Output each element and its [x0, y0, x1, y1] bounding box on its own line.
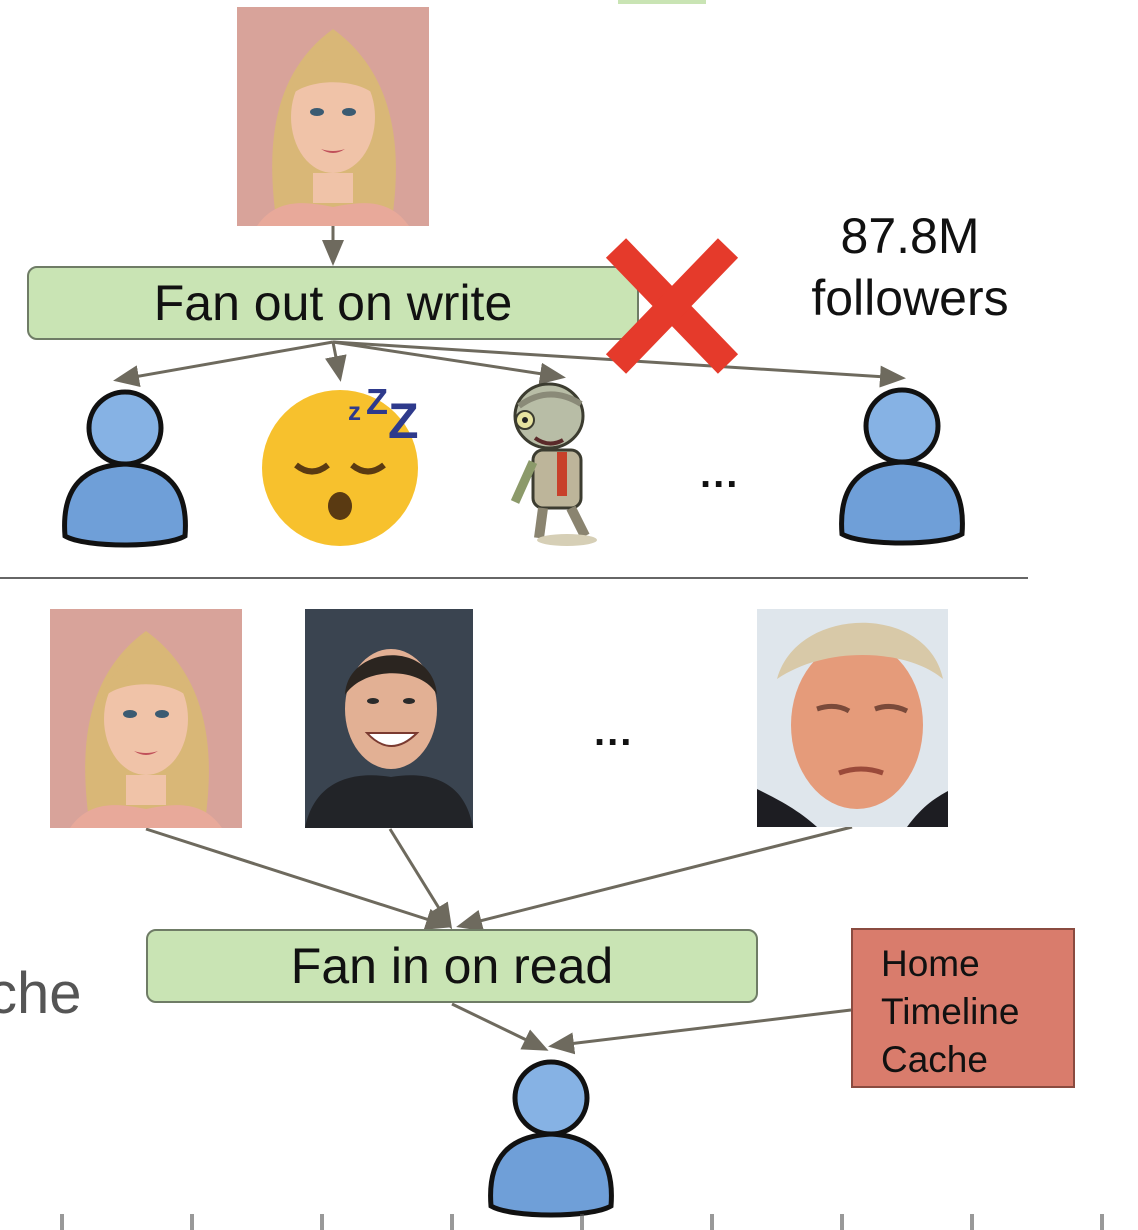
fan-out-on-write-box: Fan out on write [27, 266, 639, 340]
celebrity-photo-2 [305, 609, 473, 828]
user-icon [488, 1059, 614, 1218]
followers-label: followers [811, 270, 1009, 326]
home-timeline-cache-box: Home Timeline Cache [851, 928, 1075, 1088]
celebrity-photo-1 [50, 609, 242, 828]
more-followers-ellipsis: ... [700, 452, 740, 496]
fan-in-on-read-box: Fan in on read [146, 929, 758, 1003]
sleeping-face-icon: z Z Z [262, 381, 419, 546]
arrow-elon-to-fanin [388, 828, 453, 930]
cache-line-1: Home [881, 943, 980, 984]
cut-off-bottom-text [0, 1212, 1138, 1230]
arrow-fanin-to-user [451, 1002, 549, 1051]
svg-text:Z: Z [388, 393, 419, 449]
user-icon [839, 387, 965, 546]
arrow-trump-to-fanin [456, 825, 853, 932]
cache-line-3: Cache [881, 1039, 988, 1080]
followers-count: 87.8M [840, 208, 980, 264]
fan-out-label: Fan out on write [153, 275, 513, 331]
arrow-taylor-to-fanin [145, 827, 452, 930]
cut-off-slide-text: che [0, 961, 82, 1026]
celebrity-photo-top [237, 7, 429, 226]
more-celebrities-ellipsis: ... [594, 710, 634, 754]
cache-line-2: Timeline [881, 991, 1020, 1032]
arrow-fanout-to-zombie [332, 340, 566, 385]
celebrity-photo-3 [757, 609, 948, 827]
zombie-icon [510, 382, 597, 546]
section-divider [0, 577, 1028, 579]
cross-mark-icon [605, 238, 739, 374]
fan-in-label: Fan in on read [290, 938, 614, 994]
user-icon [62, 389, 188, 548]
arrow-cache-to-user [548, 1008, 852, 1055]
svg-text:Z: Z [366, 381, 388, 422]
svg-text:z: z [348, 396, 361, 426]
top-edge-sliver [618, 0, 706, 4]
arrow-fanout-to-sleeping [325, 341, 347, 382]
followers-note: 87.8M followers [770, 205, 1050, 329]
arrow-fanout-to-user-1 [113, 340, 334, 388]
